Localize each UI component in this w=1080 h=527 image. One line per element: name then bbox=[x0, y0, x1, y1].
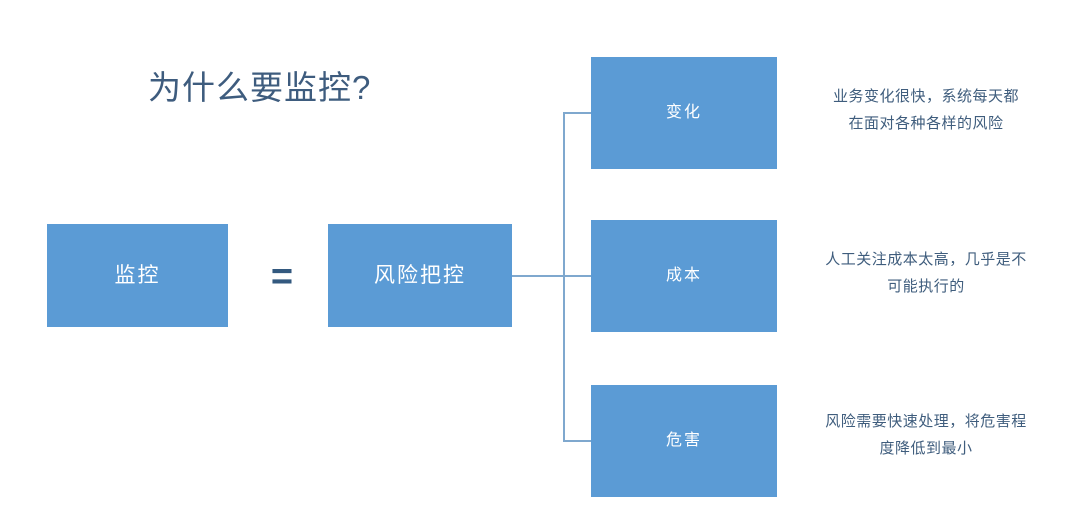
description-harm-line-2: 度降低到最小 bbox=[879, 440, 973, 457]
connector-branch-cost bbox=[563, 275, 592, 277]
node-change-label: 变化 bbox=[665, 104, 702, 122]
node-cost[interactable]: 成本 bbox=[591, 220, 777, 332]
connector-branch-harm bbox=[563, 440, 592, 442]
page-title: 为什么要监控? bbox=[148, 69, 372, 106]
equals-operator: = bbox=[270, 256, 294, 298]
description-cost: 人工关注成本太高，几乎是不 可能执行的 bbox=[790, 246, 1062, 300]
connector-trunk bbox=[563, 112, 565, 442]
node-change[interactable]: 变化 bbox=[591, 57, 777, 169]
description-change: 业务变化很快，系统每天都 在面对各种各样的风险 bbox=[790, 83, 1062, 137]
description-change-line-2: 在面对各种各样的风险 bbox=[848, 115, 1004, 132]
description-cost-line-2: 可能执行的 bbox=[887, 278, 965, 295]
connector-branch-change bbox=[563, 112, 592, 114]
node-monitoring-label: 监控 bbox=[114, 263, 161, 287]
node-monitoring[interactable]: 监控 bbox=[47, 224, 228, 327]
node-harm-label: 危害 bbox=[665, 432, 702, 450]
node-cost-label: 成本 bbox=[665, 267, 702, 285]
description-harm: 风险需要快速处理，将危害程 度降低到最小 bbox=[790, 408, 1062, 462]
description-change-line-1: 业务变化很快，系统每天都 bbox=[832, 88, 1019, 105]
node-harm[interactable]: 危害 bbox=[591, 385, 777, 497]
connector-stem bbox=[512, 275, 565, 277]
description-harm-line-1: 风险需要快速处理，将危害程 bbox=[825, 413, 1027, 430]
node-risk-control[interactable]: 风险把控 bbox=[328, 224, 512, 327]
node-risk-control-label: 风险把控 bbox=[374, 263, 466, 287]
description-cost-line-1: 人工关注成本太高，几乎是不 bbox=[825, 251, 1027, 268]
